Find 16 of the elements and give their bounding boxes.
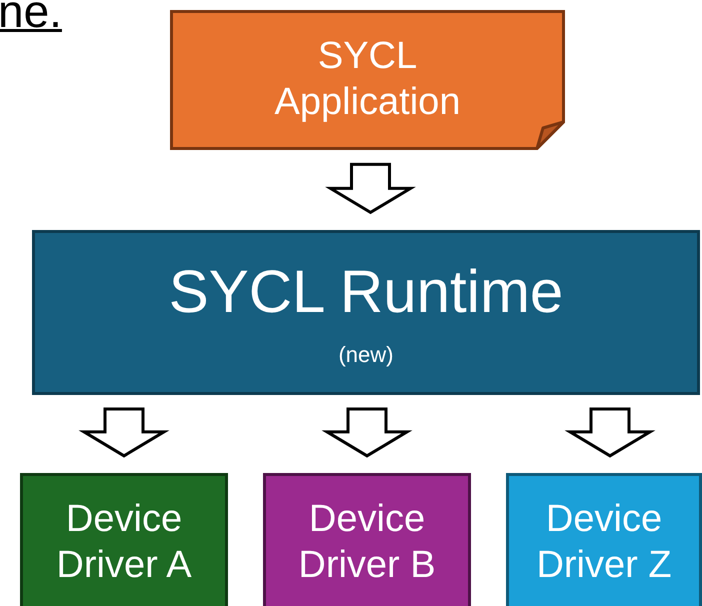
block-arrow	[322, 408, 412, 458]
block-arrow	[78, 408, 170, 458]
block-arrow	[564, 408, 656, 458]
node-title: Device Driver B	[297, 497, 437, 588]
heading-fragment: ne.	[0, 0, 62, 38]
process-box	[32, 230, 700, 395]
node-note: (new)	[338, 342, 394, 369]
node-title: SYCL Runtime	[168, 257, 564, 328]
node-title: Device Driver A	[55, 497, 193, 588]
document-box	[170, 10, 565, 150]
node-title: SYCL Application	[274, 34, 462, 125]
process-box	[20, 473, 228, 606]
process-box	[263, 473, 471, 606]
node-title: Device Driver Z	[535, 497, 673, 588]
block-arrow	[325, 162, 416, 214]
process-box	[506, 473, 702, 606]
